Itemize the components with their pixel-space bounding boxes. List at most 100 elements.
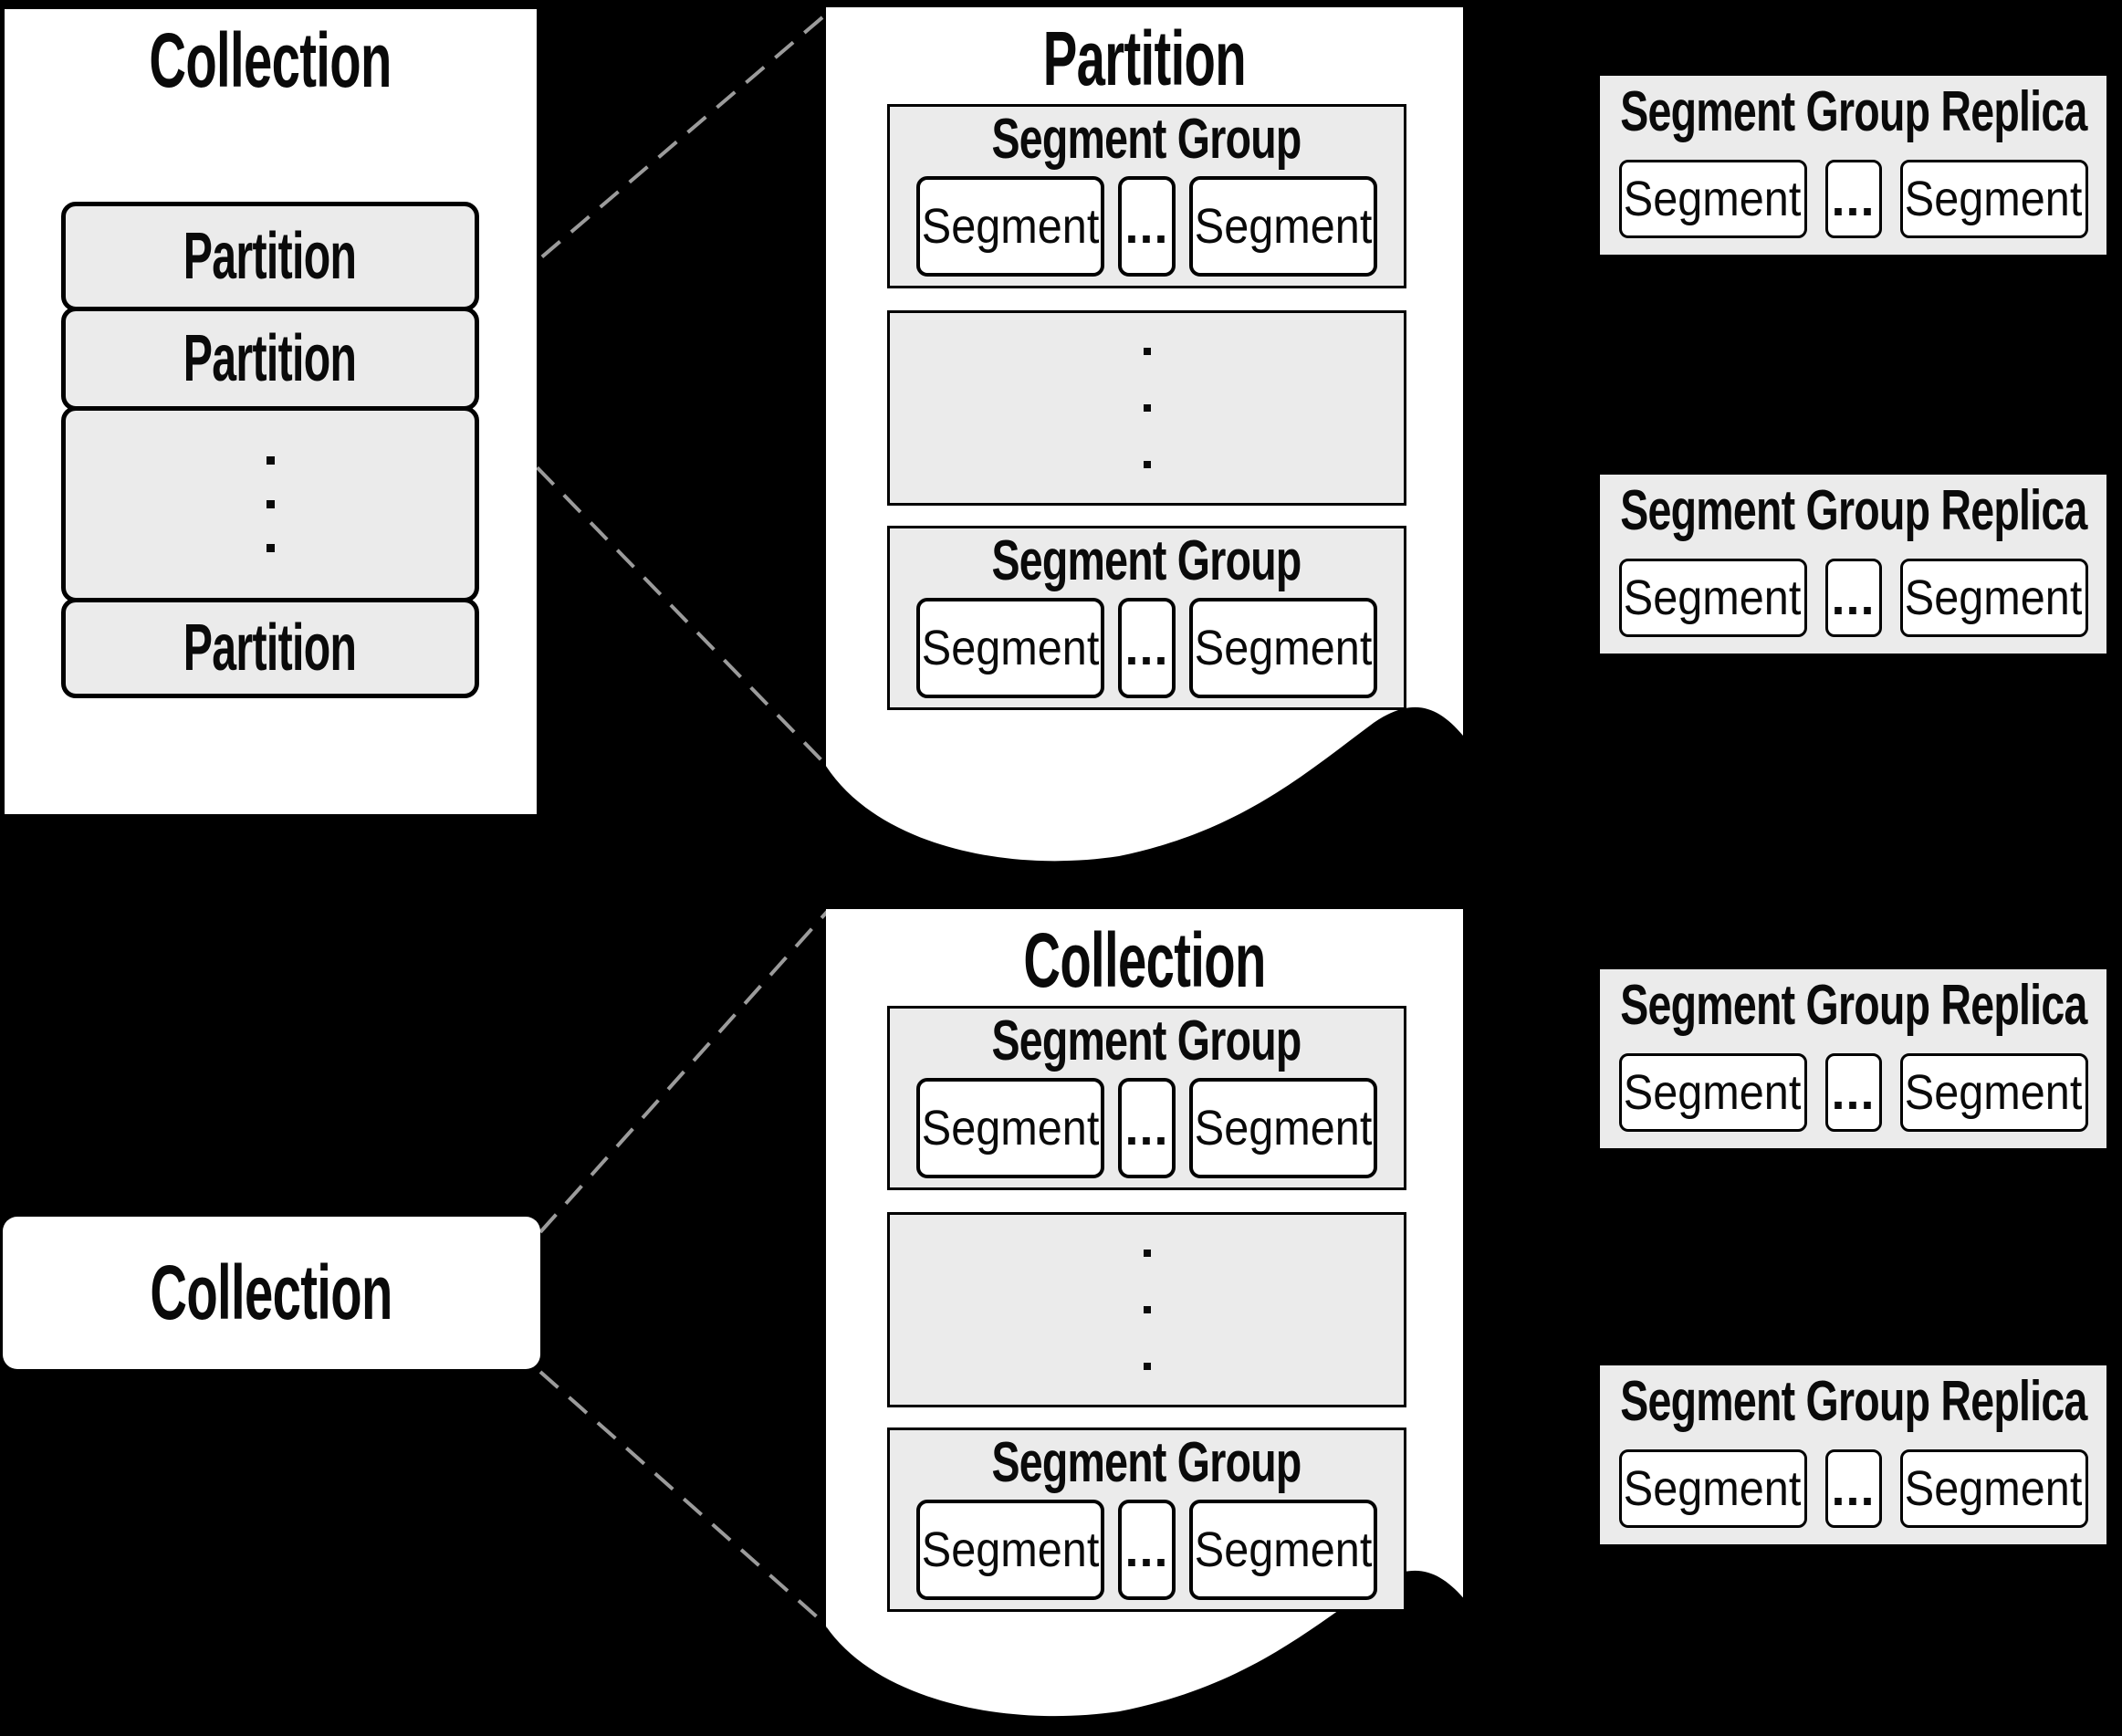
- segment-label: Segment: [921, 621, 1100, 675]
- segment-group-replica-box: Segment Group Replica Segment ... Segmen…: [1600, 76, 2106, 255]
- replica-title-text: Segment Group Replica: [1619, 1369, 2087, 1433]
- vertical-ellipsis-icon: [266, 456, 275, 552]
- partition-box: Partition: [61, 202, 479, 311]
- partition-detail-title: Partition: [826, 16, 1463, 101]
- collection-panel-title: Collection: [5, 17, 537, 103]
- segment-group-ellipsis-box: [887, 1212, 1406, 1407]
- partition-label: Partition: [183, 612, 357, 685]
- segment-ellipsis-box: ...: [1118, 176, 1176, 277]
- connector-line-collection-bottom: [538, 1370, 830, 1628]
- partition-detail-panel: Partition Segment Group Segment ... Segm…: [826, 7, 1463, 874]
- segment-ellipsis-box: ...: [1824, 160, 1882, 238]
- segment-box: Segment: [916, 1078, 1104, 1178]
- segment-row: Segment ... Segment: [1600, 160, 2106, 238]
- segment-row: Segment ... Segment: [1600, 1449, 2106, 1528]
- partition-detail-title-text: Partition: [1042, 15, 1247, 101]
- partition-stack: Partition Partition Partition: [61, 202, 479, 698]
- partition-ellipsis-box: [61, 406, 479, 602]
- segment-label: Segment: [1194, 621, 1373, 675]
- segment-group-title: Segment Group: [890, 1009, 1404, 1072]
- segment-box: Segment: [1189, 176, 1377, 277]
- segment-group-title: Segment Group: [890, 108, 1404, 171]
- segment-row: Segment ... Segment: [1600, 1053, 2106, 1132]
- segment-ellipsis-box: ...: [1118, 1500, 1176, 1600]
- segment-group-title: Segment Group: [890, 529, 1404, 592]
- connector-line-partition-bottom: [482, 411, 830, 769]
- partition-label: Partition: [183, 322, 357, 395]
- partition-box: Partition: [61, 598, 479, 698]
- segment-box: Segment: [1189, 1500, 1377, 1600]
- segment-label: Segment: [1624, 570, 1802, 625]
- segment-box: Segment: [1618, 559, 1807, 637]
- segment-label: Segment: [1194, 1101, 1373, 1156]
- replica-title-text: Segment Group Replica: [1619, 973, 2087, 1037]
- segment-group-box: Segment Group Segment ... Segment: [887, 1427, 1406, 1612]
- segment-label: Segment: [1905, 172, 2083, 226]
- replica-title: Segment Group Replica: [1600, 1370, 2106, 1433]
- segment-label: Segment: [1905, 570, 2083, 625]
- segment-ellipsis-box: ...: [1824, 559, 1882, 637]
- replica-title: Segment Group Replica: [1600, 479, 2106, 542]
- segment-box: Segment: [916, 598, 1104, 698]
- segment-label: Segment: [1624, 172, 1802, 226]
- collection-panel-title-text: Collection: [149, 16, 392, 103]
- segment-box: Segment: [1189, 598, 1377, 698]
- ellipsis-label: ...: [1831, 1461, 1876, 1516]
- segment-box: Segment: [1618, 1053, 1807, 1132]
- vertical-ellipsis-icon: [1143, 348, 1151, 468]
- segment-group-box: Segment Group Segment ... Segment: [887, 1006, 1406, 1190]
- segment-label: Segment: [921, 1522, 1100, 1577]
- replica-title: Segment Group Replica: [1600, 974, 2106, 1037]
- ellipsis-label: ...: [1831, 1065, 1876, 1120]
- segment-box: Segment: [916, 1500, 1104, 1600]
- ellipsis-label: ...: [1831, 172, 1876, 226]
- segment-group-box: Segment Group Segment ... Segment: [887, 526, 1406, 710]
- segment-group-title: Segment Group: [890, 1431, 1404, 1494]
- segment-row: Segment ... Segment: [890, 176, 1404, 277]
- collection-panel: Collection Partition Partition Partition: [5, 9, 537, 814]
- segment-ellipsis-box: ...: [1118, 598, 1176, 698]
- collection-box-label: Collection: [150, 1250, 393, 1335]
- collection-box: Collection: [3, 1217, 540, 1369]
- segment-ellipsis-box: ...: [1824, 1053, 1882, 1132]
- partition-label: Partition: [183, 220, 357, 293]
- segment-ellipsis-box: ...: [1824, 1449, 1882, 1528]
- segment-label: Segment: [1624, 1065, 1802, 1120]
- segment-box: Segment: [1618, 160, 1807, 238]
- segment-box: Segment: [1899, 160, 2088, 238]
- ellipsis-label: ...: [1124, 1101, 1169, 1156]
- segment-row: Segment ... Segment: [890, 1078, 1404, 1178]
- collection-detail-panel: Collection Segment Group Segment ... Seg…: [826, 909, 1463, 1729]
- replica-title: Segment Group Replica: [1600, 80, 2106, 143]
- segment-label: Segment: [1905, 1461, 2083, 1516]
- segment-label: Segment: [921, 199, 1100, 254]
- segment-row: Segment ... Segment: [890, 598, 1404, 698]
- partition-box: Partition: [61, 307, 479, 411]
- segment-box: Segment: [1899, 1449, 2088, 1528]
- segment-group-replica-box: Segment Group Replica Segment ... Segmen…: [1600, 1365, 2106, 1544]
- ellipsis-label: ...: [1831, 570, 1876, 625]
- segment-row: Segment ... Segment: [890, 1500, 1404, 1600]
- segment-label: Segment: [1194, 1522, 1373, 1577]
- ellipsis-label: ...: [1124, 1522, 1169, 1577]
- ellipsis-label: ...: [1124, 199, 1169, 254]
- segment-label: Segment: [1905, 1065, 2083, 1120]
- segment-group-title-text: Segment Group: [991, 1009, 1302, 1072]
- replica-title-text: Segment Group Replica: [1619, 478, 2087, 542]
- segment-box: Segment: [1618, 1449, 1807, 1528]
- segment-group-title-text: Segment Group: [991, 528, 1302, 592]
- segment-group-title-text: Segment Group: [991, 1430, 1302, 1494]
- segment-group-ellipsis-box: [887, 310, 1406, 506]
- segment-box: Segment: [916, 176, 1104, 277]
- segment-group-replica-box: Segment Group Replica Segment ... Segmen…: [1600, 969, 2106, 1148]
- collection-detail-title-text: Collection: [1023, 916, 1266, 1003]
- segment-box: Segment: [1899, 559, 2088, 637]
- segment-label: Segment: [1194, 199, 1373, 254]
- segment-label: Segment: [1624, 1461, 1802, 1516]
- segment-group-title-text: Segment Group: [991, 107, 1302, 171]
- connector-line-collection-top: [538, 909, 830, 1234]
- vertical-ellipsis-icon: [1143, 1250, 1151, 1370]
- replica-title-text: Segment Group Replica: [1619, 79, 2087, 143]
